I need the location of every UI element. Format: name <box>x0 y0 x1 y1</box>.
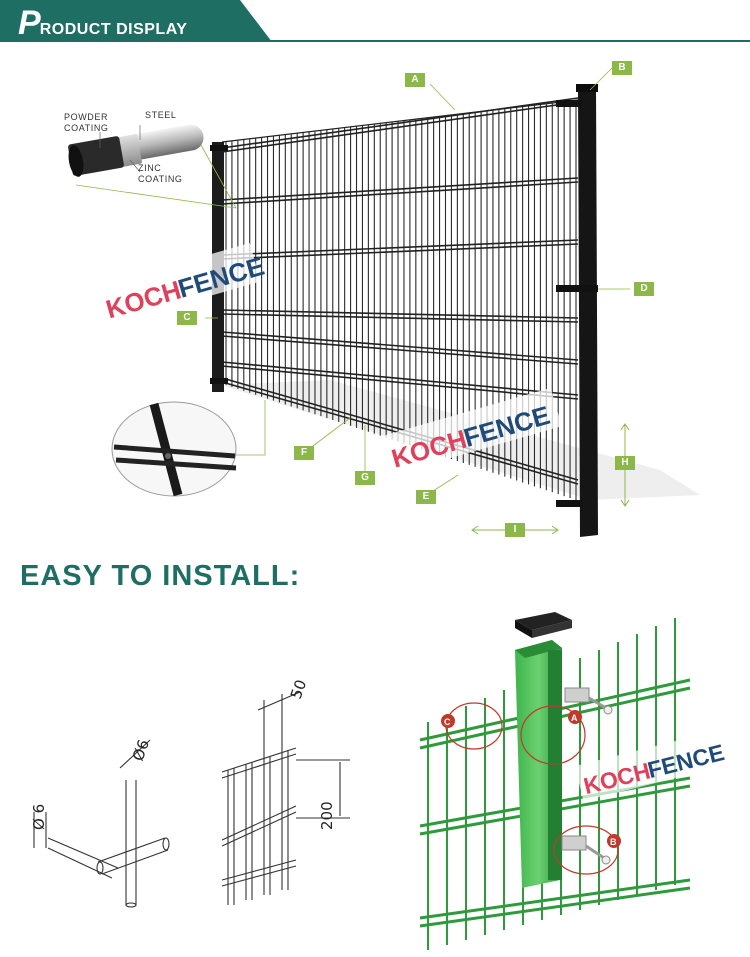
section-title: EASY TO INSTALL: <box>20 560 301 592</box>
powder-coating-label: POWDER COATING <box>64 112 109 133</box>
marker-c-dot <box>441 714 455 728</box>
tag-b: B <box>612 61 632 75</box>
marker-a-label: A <box>571 713 578 723</box>
title-rest: RODUCT DISPLAY <box>39 21 188 38</box>
left-post-clip-bottom <box>210 378 228 384</box>
page-title: PRODUCT DISPLAY <box>18 4 187 43</box>
tag-d: D <box>634 282 654 296</box>
wire-diameter-label-2: Ø 6 <box>30 804 48 830</box>
right-post-clip-middle <box>556 285 598 292</box>
green-post <box>515 640 562 888</box>
right-post-cap <box>576 84 598 92</box>
panel-dimension-sketch <box>221 691 350 905</box>
marker-a-dot <box>568 710 582 724</box>
left-post-clip-top <box>210 145 228 151</box>
watermark-bottom: KOCH FENCE <box>574 730 728 802</box>
tag-g: G <box>355 471 375 485</box>
marker-c-label: C <box>444 717 451 727</box>
coating-cross-section <box>68 124 204 177</box>
panel-top-edge <box>221 99 579 143</box>
header-tab <box>0 0 272 42</box>
marker-b-label: B <box>610 837 617 847</box>
spacing-vertical-label: 200 <box>318 801 336 830</box>
right-post-clip-bottom <box>556 500 582 507</box>
tag-a: A <box>405 73 425 87</box>
tag-i: I <box>505 523 525 537</box>
tag-e: E <box>416 490 436 504</box>
zinc-coating-label: ZINC COATING <box>138 163 183 184</box>
tag-h: H <box>615 456 635 470</box>
steel-label: STEEL <box>145 110 177 120</box>
spacing-horizontal-label: 50 <box>287 677 310 701</box>
right-post <box>578 86 598 537</box>
marker-b-dot <box>607 834 621 848</box>
tag-c: C <box>177 311 197 325</box>
title-initial: P <box>18 4 41 42</box>
tag-f: F <box>294 446 314 460</box>
leader-lines <box>75 67 630 494</box>
wire-joint-sketch <box>33 739 170 908</box>
right-post-clip-top <box>556 100 582 107</box>
header-rule <box>0 40 750 42</box>
joint-zoom-circle <box>111 401 237 497</box>
clamp-parts <box>561 687 613 865</box>
post-cap <box>515 612 572 638</box>
